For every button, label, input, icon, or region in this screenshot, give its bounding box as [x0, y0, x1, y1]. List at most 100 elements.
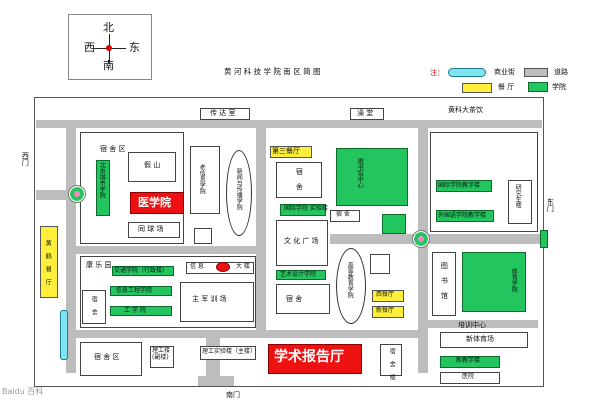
dorm-mid	[330, 210, 360, 222]
old-teaching-label: 老信息学院	[198, 164, 206, 194]
central-ellipse-label: 新闻与传播学院	[235, 168, 243, 210]
dorm-left-bottom-label: 宿 舍	[90, 296, 98, 315]
hospital-label: 医院	[462, 373, 475, 380]
communication-college	[112, 266, 174, 276]
compass-east: 东	[129, 41, 140, 54]
east-gate-label: 东门	[546, 198, 555, 212]
west-canteen	[372, 290, 404, 302]
fake-mountain-label: 假 山	[144, 161, 161, 169]
small-block-a	[370, 254, 390, 274]
foreign-lang2-label: 外国语学院教学楼	[438, 212, 487, 219]
academic-hall-label: 学术报告厅	[274, 349, 344, 365]
new-teaching-right	[440, 356, 500, 368]
gym-ellipse-label: 高等教育学院	[346, 262, 354, 298]
compass-center	[106, 45, 112, 51]
science-main-label: 理工实验楼（主楼）	[202, 348, 257, 355]
watermark: Baidu 百科	[2, 387, 44, 396]
east-gate-marker	[540, 230, 548, 248]
bathhouse-label: 澡 堂	[357, 109, 374, 117]
west-canteen-label: 西餐厅	[376, 291, 395, 298]
new-stadium-label: 新体育场	[466, 335, 494, 343]
fake-mountain	[128, 152, 176, 182]
science-main	[200, 346, 256, 360]
right-side-building-label: 研究生楼	[514, 184, 522, 208]
road-west-gate	[36, 190, 76, 200]
info-building-label: 信 息	[190, 263, 204, 270]
bathhouse	[350, 108, 384, 120]
training-center-label: 培训中心	[458, 321, 486, 329]
library-center	[336, 148, 408, 206]
map-title: 黄 河 科 技 学 院 南 区 简 图	[224, 67, 321, 76]
legend-shop-swatch	[448, 68, 486, 77]
compass-west: 西	[84, 41, 95, 54]
huangke-tea-label: 黄科大茶饮	[448, 106, 483, 114]
dorm-mid-label: 宿 舍	[336, 211, 350, 218]
road-east-gate	[330, 234, 540, 244]
dorm-vertical-bottom	[380, 344, 402, 376]
roundabout-east	[412, 230, 430, 248]
legend-college-label: 学院	[552, 83, 566, 91]
foreign-lang2	[436, 210, 494, 222]
main-training-label: 主 军 训 场	[192, 295, 227, 303]
compass-north: 北	[103, 21, 114, 34]
old-teaching	[190, 146, 220, 214]
dorm-area-bottom	[80, 342, 142, 376]
guard-room	[200, 108, 250, 120]
road-bottom	[66, 330, 426, 338]
west-gate-label: 西门	[21, 152, 30, 166]
hospital	[440, 372, 500, 384]
foreign-lang	[436, 180, 492, 192]
road-center-vertical	[256, 128, 266, 330]
road-south-gate	[198, 376, 234, 386]
dorm-area-label: 宿 舍 区	[100, 145, 126, 153]
road-right-vertical	[418, 128, 428, 373]
new-canteen	[372, 306, 404, 318]
legend-shop-label: 商业街	[494, 68, 515, 76]
science-hall	[150, 346, 174, 368]
new-stadium	[440, 332, 528, 348]
road-right-lower	[428, 320, 538, 328]
road-mid-horizontal	[76, 246, 256, 254]
road-left-vertical	[66, 128, 76, 373]
foreign-lang-label: 国际学院教学楼	[438, 182, 481, 189]
compass-box	[68, 14, 152, 80]
main-training-field	[180, 282, 254, 322]
arts-college	[280, 204, 326, 216]
info-college	[110, 286, 172, 296]
legend-college-swatch	[528, 82, 548, 92]
library-right	[432, 252, 456, 316]
sports-college-label: 体育学院	[510, 268, 518, 292]
medical-school-label: 医学院	[138, 196, 171, 209]
dorm-area-bottom-label: 宿 舍 区	[94, 353, 120, 361]
legend-road-swatch	[524, 68, 548, 77]
legend-road-label: 道路	[554, 68, 568, 76]
tennis-court	[128, 222, 180, 238]
compass-south: 南	[103, 59, 114, 72]
legend-note: 注：	[430, 69, 444, 77]
engineering-college-label: 工 学 院	[124, 307, 146, 314]
central-ellipse	[226, 150, 252, 236]
academic-hall	[268, 344, 362, 374]
medical-school	[130, 192, 184, 214]
small-box-center	[194, 228, 212, 244]
dorm-top-label: 宿 舍	[295, 168, 304, 190]
library-center-label: 图书馆中心	[356, 158, 364, 188]
dorm-bottom-mid-label: 宿 舍	[286, 295, 303, 303]
south-gate-label: 南门	[226, 391, 240, 399]
west-shop-strip	[60, 310, 68, 360]
right-side-building	[508, 180, 532, 224]
legend-canteen-swatch	[462, 83, 492, 93]
third-canteen-label: 第三餐厅	[272, 147, 300, 155]
info-college-label: 信息工程学院	[116, 287, 153, 294]
info-building-marker	[216, 262, 230, 272]
communication-college-label: 交通学院（行政楼）	[114, 267, 169, 274]
arts-college-label: 国际学院 实验楼	[284, 205, 328, 212]
sports-college	[462, 252, 526, 312]
dorm-bottom-mid	[276, 284, 330, 314]
small-green-right	[382, 214, 406, 234]
kangle-yard-label: 康 乐 园	[86, 261, 112, 269]
new-canteen-label: 新餐厅	[376, 307, 395, 314]
dorm-left-bottom	[82, 290, 106, 324]
huaming-canteen	[40, 226, 58, 298]
cultural-square	[276, 220, 328, 266]
